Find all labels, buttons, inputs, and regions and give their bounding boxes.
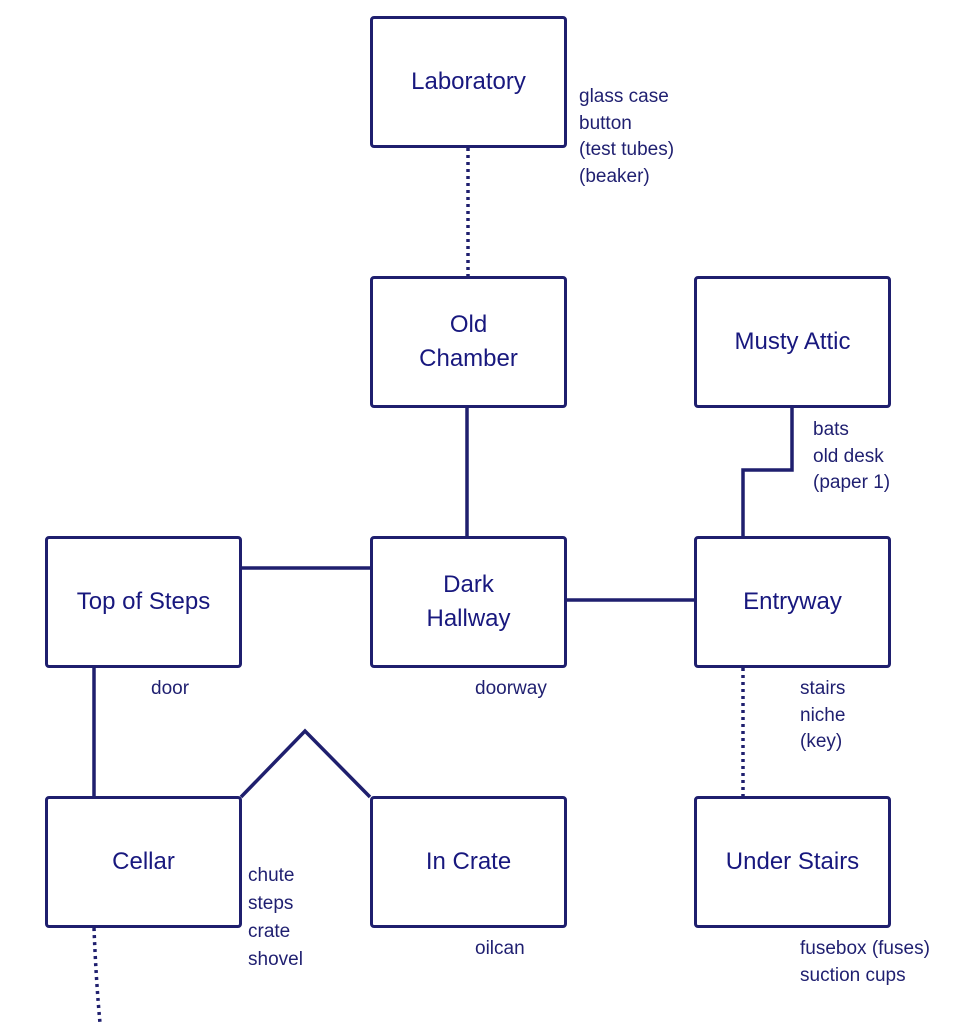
note-item: niche bbox=[800, 704, 846, 726]
room-laboratory: Laboratory bbox=[370, 16, 567, 148]
note-item: doorway bbox=[475, 678, 547, 699]
room-label: Cellar bbox=[112, 848, 175, 875]
room-label: Top of Steps bbox=[76, 588, 211, 615]
room-label: Entryway bbox=[743, 588, 842, 615]
room-top-of-steps: Top of Steps bbox=[45, 536, 242, 668]
note-item: steps bbox=[248, 893, 294, 914]
note-item: (beaker) bbox=[579, 165, 650, 187]
room-cellar: Cellar bbox=[45, 796, 242, 928]
notes-cellar: chute steps crate shovel bbox=[248, 862, 303, 974]
note-item: fusebox (fuses) bbox=[800, 938, 930, 959]
room-under-stairs: Under Stairs bbox=[694, 796, 891, 928]
notes-musty-attic: bats old desk (paper 1) bbox=[813, 417, 890, 497]
note-item: bats bbox=[813, 419, 849, 440]
room-label: In Crate bbox=[425, 848, 512, 875]
notes-in-crate: oilcan bbox=[475, 936, 525, 963]
note-item: (paper 1) bbox=[813, 472, 891, 493]
room-in-crate: In Crate bbox=[370, 796, 567, 928]
link-cellar-in-crate bbox=[239, 728, 372, 799]
note-item: suction cups bbox=[800, 964, 906, 986]
room-old-chamber: Old Chamber bbox=[370, 276, 567, 408]
room-label: Under Stairs bbox=[725, 848, 860, 875]
notes-under-stairs: fusebox (fuses) suction cups bbox=[800, 936, 930, 989]
room-label: Laboratory bbox=[411, 68, 526, 95]
room-dark-hallway: Dark Hallway bbox=[370, 536, 567, 668]
room-label: Musty Attic bbox=[734, 328, 851, 355]
room-label: Old Chamber bbox=[419, 311, 518, 372]
notes-dark-hallway: doorway bbox=[475, 676, 547, 703]
note-item: glass case bbox=[579, 86, 669, 107]
note-item: button bbox=[579, 112, 632, 134]
link-musty-attic-entryway bbox=[741, 408, 794, 536]
room-label: Dark Hallway bbox=[426, 571, 511, 632]
note-item: oilcan bbox=[475, 938, 525, 959]
notes-entryway: stairs niche (key) bbox=[800, 676, 845, 756]
notes-laboratory: glass case button (test tubes) (beaker) bbox=[579, 84, 674, 190]
room-entryway: Entryway bbox=[694, 536, 891, 668]
note-item: (key) bbox=[800, 731, 843, 752]
note-item: door bbox=[151, 678, 190, 699]
link-cellar-off-map bbox=[92, 927, 102, 1023]
note-item: (test tubes) bbox=[579, 139, 675, 160]
note-item: crate bbox=[248, 921, 291, 942]
note-item: old desk bbox=[813, 445, 884, 467]
note-item: stairs bbox=[800, 678, 846, 699]
note-item: chute bbox=[248, 865, 295, 886]
notes-top-of-steps: door bbox=[151, 676, 189, 703]
note-item: shovel bbox=[248, 949, 303, 970]
room-musty-attic: Musty Attic bbox=[694, 276, 891, 408]
